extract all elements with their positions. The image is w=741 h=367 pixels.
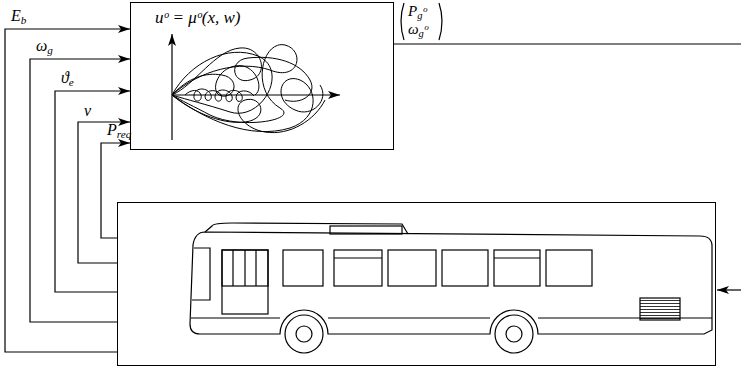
superscript: ᵒ <box>422 3 426 19</box>
vector-bracket <box>401 3 404 40</box>
output-signal: Pgᵒ <box>408 3 427 22</box>
controller-box: uᵒ = μᵒ(x, w) <box>130 2 394 150</box>
vehicle-box <box>117 202 716 366</box>
bus-drawing <box>190 223 712 353</box>
signal-line <box>5 29 130 352</box>
signal-line <box>30 59 130 322</box>
signal-line <box>55 91 130 292</box>
plot-axis <box>171 34 172 140</box>
signal-line <box>78 122 130 263</box>
vector-bracket <box>439 3 442 40</box>
symbol: ω <box>408 21 419 37</box>
subscript: g <box>47 45 53 57</box>
trajectories <box>172 45 325 133</box>
symbol: P <box>107 121 117 138</box>
signal-name: v <box>84 102 91 120</box>
symbol: P <box>408 3 417 19</box>
subscript: req <box>117 129 132 141</box>
symbol: ω <box>36 37 47 54</box>
signal-line <box>101 143 130 238</box>
symbol: v <box>84 102 91 119</box>
symbol: ϑ <box>61 69 69 86</box>
signal-name: ϑe <box>61 69 74 89</box>
input-arrow <box>717 289 741 290</box>
control-law: uᵒ = μᵒ(x, w) <box>155 9 240 28</box>
signal-name: ωg <box>36 37 53 57</box>
output-line <box>394 43 741 44</box>
subscript: g <box>419 28 424 39</box>
signal-name: Preq <box>107 121 131 141</box>
subscript: b <box>21 15 27 27</box>
symbol: E <box>11 7 21 24</box>
subscript: e <box>69 77 74 89</box>
signal-name: Eb <box>11 7 26 27</box>
subscript: g <box>417 10 422 21</box>
output-signal: ωgᵒ <box>408 21 428 40</box>
superscript: ᵒ <box>424 21 428 37</box>
